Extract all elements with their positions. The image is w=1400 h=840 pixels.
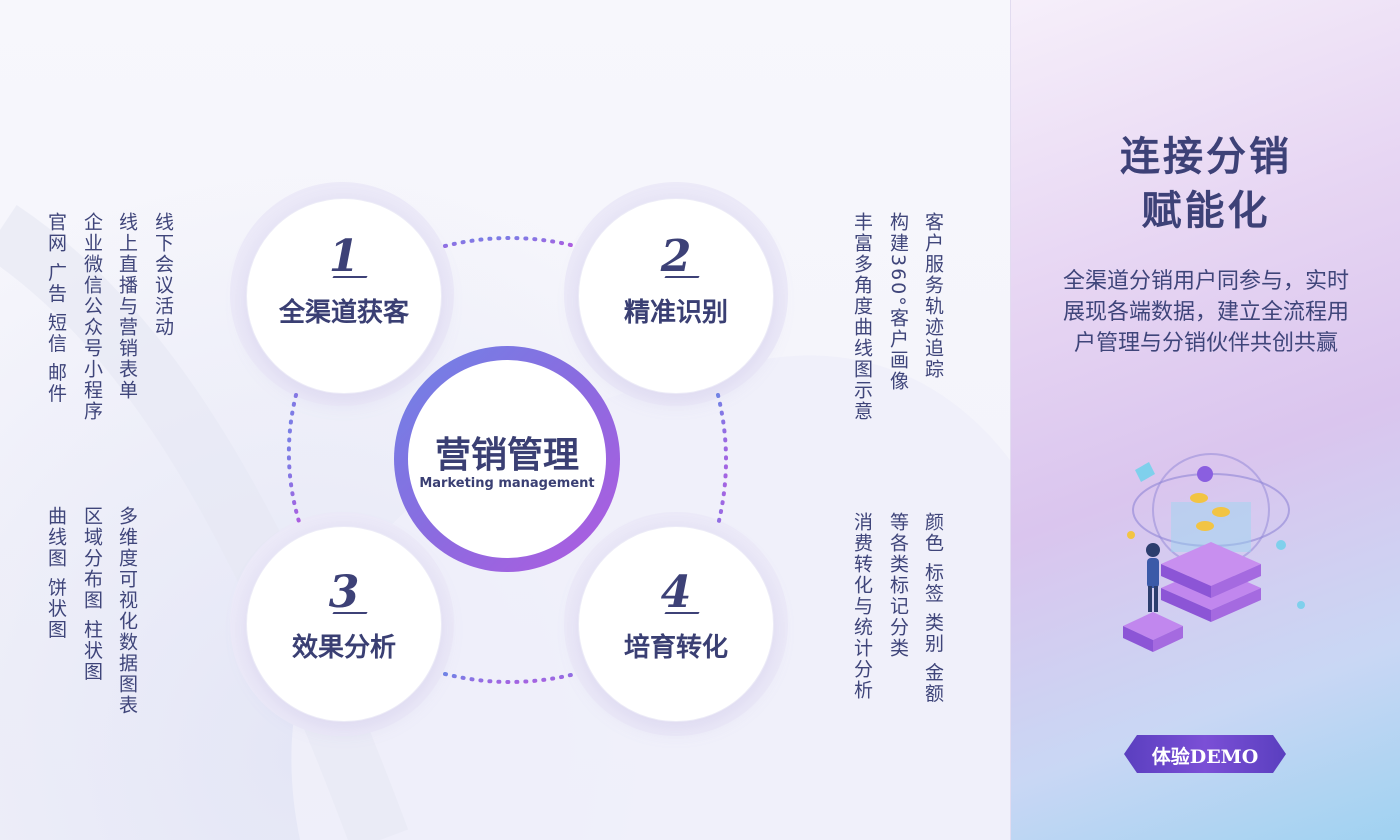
demo-button[interactable]: 体验DEMO <box>1124 735 1286 773</box>
right-panel: 连接分销 赋能化 全渠道分销用户同参与，实时展现各端数据，建立全流程用户管理与分… <box>1010 0 1400 840</box>
petal-title: 效果分析 <box>291 633 396 663</box>
channel-list-1: 官网 广告 短信 邮件 <box>45 212 67 405</box>
petal-number: 2 <box>579 231 773 282</box>
chart-list-3: 多维度可视化数据图表 <box>116 506 138 716</box>
petal-number: 3 <box>247 567 441 618</box>
channel-list-2: 企业微信公众号小程序 <box>81 212 103 422</box>
panel-description: 全渠道分销用户同参与，实时展现各端数据，建立全流程用户管理与分销伙伴共创共赢 <box>1062 269 1349 356</box>
petal-analysis: 3 效果分析 <box>246 526 442 722</box>
center-title: 营销管理 <box>434 435 579 476</box>
petal-conversion: 4 培育转化 <box>578 526 774 722</box>
petal-title: 全渠道获客 <box>278 298 409 328</box>
feature-list-5: 客户服务轨迹追踪 <box>922 212 944 380</box>
petal-title: 培育转化 <box>623 633 728 663</box>
feature-list-1: 丰富多角度曲线图示意 <box>851 212 873 422</box>
petal-number: 4 <box>579 567 773 618</box>
center-subtitle: Marketing management <box>419 476 595 491</box>
feature-list-2: 消费转化与统计分析 <box>851 512 873 701</box>
panel-title-line2: 赋能化 <box>1141 188 1271 234</box>
demo-button-label: 体验DEMO <box>1151 746 1259 768</box>
channel-list-3: 线上直播与营销表单 <box>116 212 138 401</box>
chart-list-2: 区域分布图 柱状图 <box>81 506 103 683</box>
petal-number: 1 <box>247 231 441 282</box>
petal-title: 精准识别 <box>623 298 728 328</box>
dotted-connectors <box>286 236 728 684</box>
chart-list-1: 曲线图 饼状图 <box>45 506 67 641</box>
channel-list-4: 线下会议活动 <box>152 212 174 338</box>
petal-identification: 2 精准识别 <box>578 198 774 394</box>
panel-title-line1: 连接分销 <box>1120 134 1292 180</box>
petal-acquisition: 1 全渠道获客 <box>246 198 442 394</box>
feature-list-4: 等各类标记分类 <box>887 512 909 659</box>
feature-list-6: 颜色 标签 类别 金额 <box>922 512 944 705</box>
center-hub: 营销管理 Marketing management <box>394 346 620 572</box>
feature-list-3: 构建360°客户画像 <box>887 212 909 392</box>
data-platform-illustration <box>1123 453 1305 652</box>
